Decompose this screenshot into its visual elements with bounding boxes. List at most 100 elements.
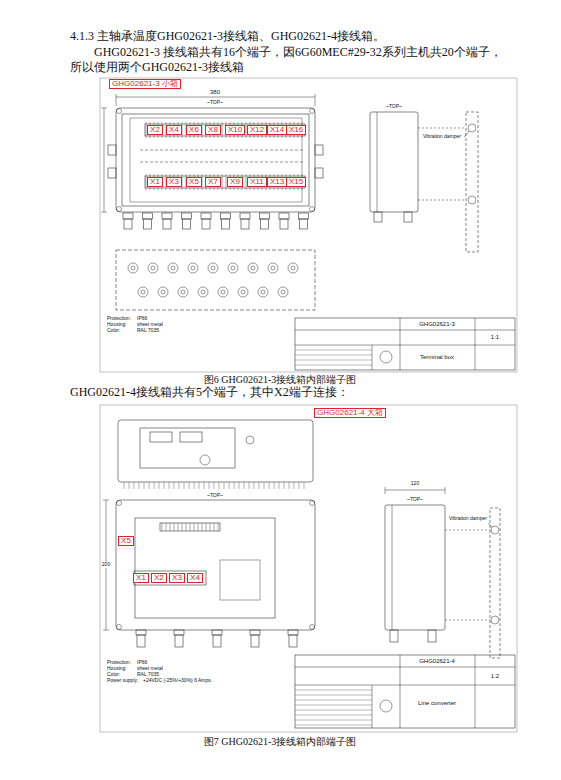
corner-screw bbox=[310, 501, 315, 506]
title-block-line bbox=[400, 318, 401, 370]
body-text: 图6 GHG02621-3接线箱内部端子图 bbox=[204, 374, 357, 386]
cable-gland bbox=[261, 219, 269, 229]
tag-text: GHG02621-4 大箱 bbox=[317, 408, 383, 417]
tag-text: X4 bbox=[169, 125, 179, 134]
connector-pin bbox=[170, 523, 171, 531]
terminal-tag: X15 bbox=[286, 177, 306, 188]
cable-gland-nut bbox=[221, 213, 231, 219]
circuit-board bbox=[135, 518, 275, 618]
vibration-damper bbox=[491, 616, 499, 624]
gland-hole bbox=[128, 263, 138, 273]
connector-pin bbox=[162, 523, 163, 531]
mounting-bracket bbox=[490, 508, 500, 658]
title-block-line bbox=[295, 365, 372, 366]
heat-sink-fin bbox=[279, 482, 280, 489]
drawing-annotation: Color: bbox=[106, 328, 121, 334]
title-block-line bbox=[295, 725, 372, 726]
gland-hole bbox=[248, 263, 258, 273]
heat-sink-fin bbox=[269, 482, 270, 489]
terminal-tag: X10 bbox=[225, 125, 245, 136]
terminal-tag: X6 bbox=[186, 125, 202, 136]
heat-sink-fin bbox=[274, 482, 275, 489]
connector-pin bbox=[210, 523, 211, 531]
heat-sink-fin bbox=[304, 482, 305, 489]
gland-hole-inner bbox=[141, 290, 145, 294]
gland-hole bbox=[258, 287, 268, 297]
dimension-tick bbox=[103, 630, 109, 631]
corner-screw bbox=[117, 501, 122, 506]
connector-strip bbox=[160, 523, 220, 531]
terminal-tag: X8 bbox=[205, 125, 221, 136]
title-block-line bbox=[295, 350, 372, 351]
mounting-bracket bbox=[466, 112, 478, 252]
drawing-annotation: Protection: bbox=[106, 316, 132, 322]
cable-gland bbox=[246, 436, 254, 444]
title-block-line bbox=[295, 355, 372, 356]
enclosure-outline bbox=[116, 108, 315, 212]
dimension-tick bbox=[103, 500, 109, 501]
connector-pin bbox=[186, 523, 187, 531]
cable-gland-nut bbox=[212, 630, 222, 635]
heat-sink-fin bbox=[124, 482, 125, 489]
logo-mark bbox=[380, 700, 392, 712]
converter-module bbox=[220, 560, 260, 600]
heat-sink-fin bbox=[194, 482, 195, 489]
tag-text: X6 bbox=[189, 125, 199, 134]
drawing-annotation: Color: bbox=[106, 672, 121, 678]
gland-hole bbox=[168, 263, 178, 273]
bracket-link bbox=[445, 620, 490, 621]
body-text: GHG02621-3 接线箱共有16个端子，因6G60MEC#29-32系列主机… bbox=[70, 45, 510, 75]
drawing-annotation: 200 bbox=[101, 562, 111, 568]
tag-text: X13 bbox=[270, 177, 284, 186]
drawing-annotation: GHG02621-3 bbox=[418, 321, 456, 328]
din-rail bbox=[140, 162, 305, 163]
dimension-tick bbox=[315, 94, 316, 106]
dimension-tick bbox=[385, 487, 386, 494]
leader-line bbox=[488, 523, 492, 527]
cable-gland bbox=[315, 145, 323, 155]
title-block-line bbox=[295, 685, 515, 686]
drawing-annotation: Housing: bbox=[106, 322, 128, 328]
terminal-tag: X1 bbox=[147, 177, 163, 188]
drawing-annotation: IP66 bbox=[136, 316, 148, 322]
heat-sink-fin bbox=[219, 482, 220, 489]
terminal-rail bbox=[145, 176, 305, 188]
drawing-annotation: 1:2 bbox=[490, 673, 500, 680]
gland-hole-inner bbox=[241, 290, 245, 294]
title-block-line bbox=[475, 318, 476, 370]
corner-screw bbox=[117, 109, 122, 114]
gland-hole-inner bbox=[271, 266, 275, 270]
figure-frame bbox=[100, 78, 517, 372]
cable-gland-nut bbox=[174, 630, 184, 635]
body-text: GHG02621-4接线箱共有5个端子，其中X2端子连接： bbox=[70, 386, 349, 400]
drawing-annotation: RAL 7035 bbox=[136, 672, 160, 678]
heat-sink-fin bbox=[199, 482, 200, 489]
gland-hole bbox=[188, 263, 198, 273]
tag-text: X11 bbox=[250, 177, 264, 186]
drawing-annotation: +24VDC (-25%/+30%) 6 Amps. bbox=[142, 678, 213, 684]
cable-gland bbox=[124, 219, 132, 229]
gland-hole-inner bbox=[211, 266, 215, 270]
heat-sink-fin bbox=[179, 482, 180, 489]
body-text: 图7 GHG02621-3接线箱内部端子图 bbox=[204, 736, 357, 748]
tag-text: GHG02621-3 小箱 bbox=[112, 79, 178, 88]
gland-hole-inner bbox=[251, 266, 255, 270]
gland-hole-inner bbox=[181, 290, 185, 294]
corner-screw bbox=[117, 207, 122, 212]
bracket-link bbox=[418, 200, 466, 201]
cable-gland-nut bbox=[279, 213, 289, 219]
tag-text: X2 bbox=[154, 573, 164, 582]
cable-gland-nut bbox=[136, 630, 146, 635]
logo-mark bbox=[380, 351, 392, 363]
cable-gland-nut bbox=[201, 213, 211, 219]
tag-text: X7 bbox=[208, 177, 218, 186]
gland-hole-inner bbox=[161, 290, 165, 294]
terminal-tag: X13 bbox=[267, 177, 287, 188]
cable-gland bbox=[280, 219, 288, 229]
cable-gland-nut bbox=[123, 213, 133, 219]
corner-screw bbox=[117, 625, 122, 630]
connector-pin bbox=[174, 523, 175, 531]
heat-sink-fin bbox=[169, 482, 170, 489]
heat-sink-fin bbox=[209, 482, 210, 489]
tag-text: X1 bbox=[150, 177, 160, 186]
